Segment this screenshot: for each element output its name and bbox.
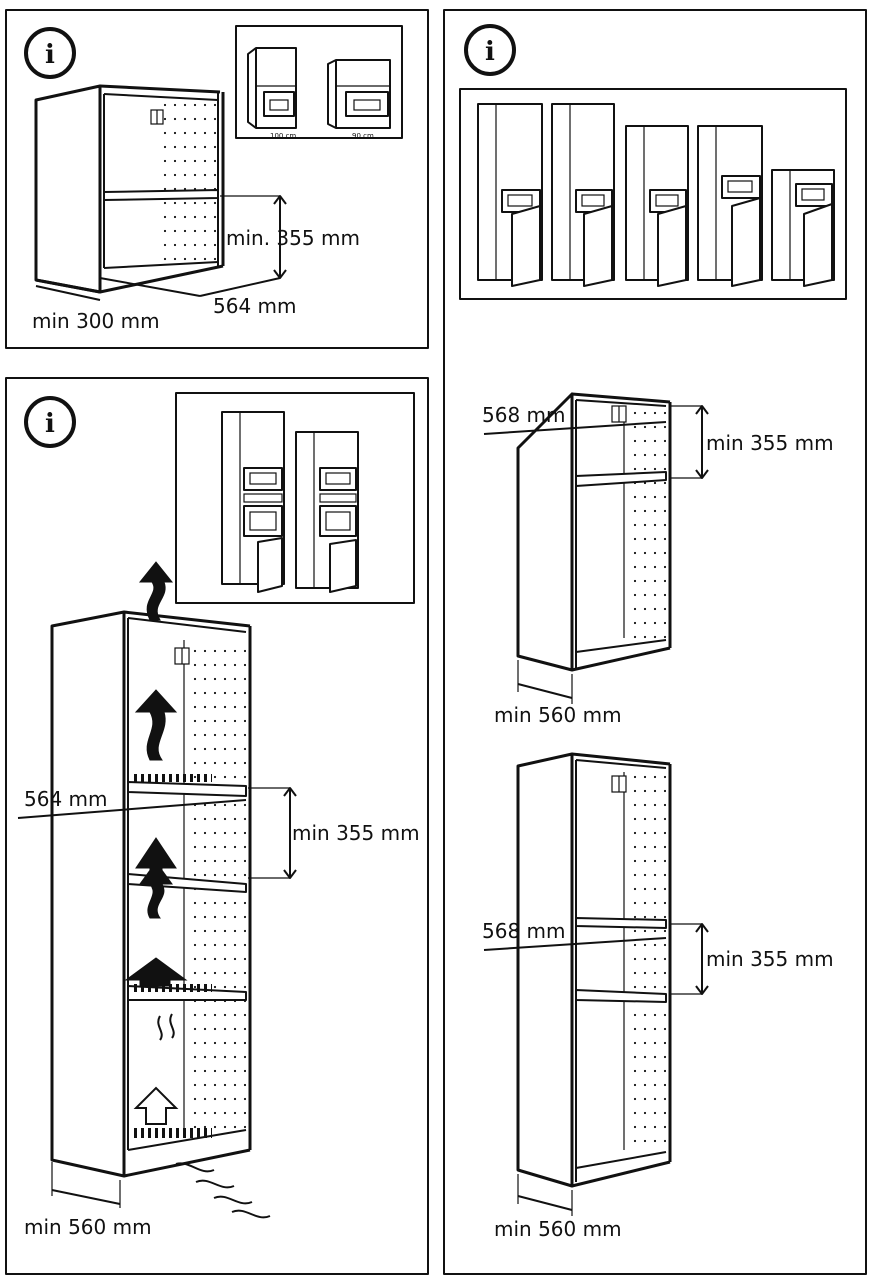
depth-dimension: min 300 mm (32, 285, 160, 333)
inset-box: 100 cm 90 cm (235, 25, 403, 140)
dim-min-355: min 355 mm (292, 821, 420, 845)
inset-tall-cabinet-5 (771, 169, 835, 287)
right-bottom-depth-dimension: min 560 mm (494, 1174, 622, 1241)
right-top-cabinet-drawing (516, 392, 672, 672)
airflow-arrows (124, 561, 271, 1219)
panel-frame (5, 9, 429, 349)
svg-text:i: i (45, 40, 55, 70)
dim-564: 564 mm (213, 294, 297, 318)
cabinet-drawing (34, 84, 225, 294)
inset-tall-cabinet-4 (697, 125, 763, 287)
info-icon: i (24, 27, 76, 79)
dim-min-300: min 300 mm (32, 309, 160, 333)
right-top-depth-dimension: min 560 mm (494, 660, 622, 727)
info-icon: i (24, 396, 76, 448)
right-top-height-dimension: min 355 mm (670, 405, 834, 479)
dim-min-355: min 355 mm (706, 431, 834, 455)
width-dimension: 564 mm (99, 277, 297, 318)
right-top-width-dimension: 568 mm (482, 403, 667, 435)
dim-min-560: min 560 mm (494, 1217, 622, 1241)
depth-dimension: min 560 mm (24, 1162, 152, 1239)
panel-bottom-left: i (5, 377, 429, 1275)
svg-text:i: i (485, 37, 495, 67)
panel-frame (5, 377, 429, 1275)
inset-label-100: 100 cm (270, 132, 296, 140)
inset-tall-cabinet-2 (551, 103, 615, 287)
inset-tall-oven-1 (221, 411, 285, 593)
panel-right: i (443, 9, 867, 1275)
dim-min-355: min 355 mm (706, 947, 834, 971)
inset-cabinet-1 (247, 47, 297, 129)
inset-tall-cabinet-1 (477, 103, 543, 287)
inset-box (175, 392, 415, 604)
right-bottom-width-dimension: 568 mm (482, 919, 667, 951)
inset-label-90: 90 cm (352, 132, 374, 140)
height-dimension: min. 355 mm (220, 195, 360, 279)
svg-text:i: i (45, 409, 55, 439)
dim-min-560: min 560 mm (24, 1215, 152, 1239)
inset-cabinet-2 (327, 59, 391, 129)
dim-568: 568 mm (482, 403, 566, 427)
height-dimension: min 355 mm (248, 787, 420, 879)
right-bottom-height-dimension: min 355 mm (670, 923, 834, 995)
tall-cabinet-drawing (50, 561, 271, 1219)
inset-box (459, 88, 847, 300)
info-icon: i (464, 24, 516, 76)
inset-tall-oven-2 (295, 431, 359, 593)
right-bottom-cabinet-drawing (516, 752, 672, 1188)
panel-top-left: i min. 355 mm (5, 9, 429, 349)
inset-tall-cabinet-3 (625, 125, 689, 287)
dim-564: 564 mm (24, 787, 108, 811)
panel-frame (443, 9, 867, 1275)
width-dimension: 564 mm (17, 787, 247, 819)
dim-min-355: min. 355 mm (226, 226, 360, 250)
dim-min-560: min 560 mm (494, 703, 622, 727)
dim-568: 568 mm (482, 919, 566, 943)
